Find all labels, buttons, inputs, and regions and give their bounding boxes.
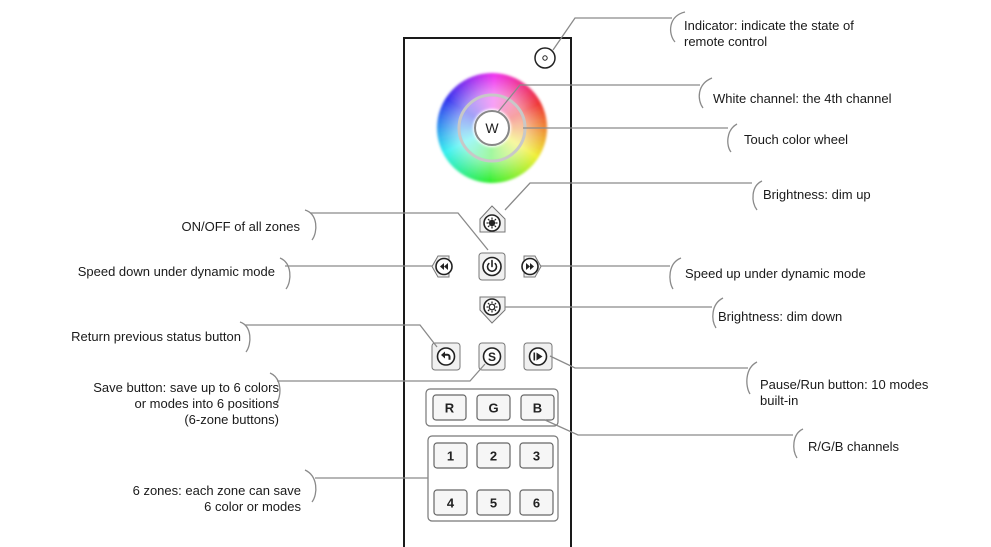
leader-save-bracket — [269, 372, 281, 405]
leader-indicator — [552, 17, 672, 51]
leader-onoff — [310, 212, 489, 251]
dim-down-label-line-1: Brightness: dim down — [718, 309, 843, 324]
leader-rgb-bracket — [793, 428, 804, 459]
channel-button-b-label: B — [533, 401, 542, 416]
zones-label-line-1: 6 zones: each zone can save — [132, 483, 301, 498]
channel-button-g-label: G — [488, 401, 498, 416]
speed-up-label: Speed up under dynamic mode — [685, 266, 866, 282]
save-button-label: S — [488, 350, 496, 364]
speed-down-button[interactable] — [431, 255, 453, 278]
rewind-icon — [440, 263, 448, 270]
fast-forward-icon — [526, 263, 534, 270]
white-channel-label-line-1: White channel: the 4th channel — [713, 91, 892, 106]
power-button[interactable] — [478, 252, 506, 281]
dim-up-label: Brightness: dim up — [763, 187, 871, 203]
indicator-light — [534, 47, 556, 69]
zone-button-1[interactable]: 1 — [433, 442, 468, 469]
dim-up-button[interactable] — [479, 205, 506, 233]
leader-return — [245, 324, 438, 348]
pause-run-button[interactable] — [523, 342, 553, 371]
zone-button-2-label: 2 — [490, 449, 497, 464]
zones-label-line-2: 6 color or modes — [204, 499, 301, 514]
return-button[interactable] — [431, 342, 461, 371]
leader-pause — [549, 355, 748, 369]
sun-icon — [486, 217, 498, 229]
color-wheel-label: Touch color wheel — [744, 132, 848, 148]
speed-down-label: Speed down under dynamic mode — [78, 264, 275, 280]
on-off-label: ON/OFF of all zones — [182, 219, 300, 235]
leader-save — [277, 363, 486, 382]
power-icon — [486, 259, 498, 273]
leader-return-bracket — [239, 321, 251, 353]
sun-outline-icon — [486, 301, 498, 313]
rgb-channels-label: R/G/B channels — [808, 439, 899, 455]
zone-button-6-label: 6 — [533, 496, 540, 511]
rgb-channels-label-line-1: R/G/B channels — [808, 439, 900, 454]
channel-button-g[interactable]: G — [476, 394, 511, 421]
zone-button-3[interactable]: 3 — [519, 442, 554, 469]
leader-dimup-bracket — [752, 180, 763, 211]
channel-button-r-label: R — [445, 401, 455, 416]
zones-label: 6 zones: each zone can save 6 color or m… — [133, 483, 301, 515]
zone-button-group: 1 2 3 4 5 6 — [427, 435, 559, 522]
channel-button-r[interactable]: R — [432, 394, 467, 421]
save-label-line-2: or modes into 6 positions — [134, 396, 279, 411]
leader-pause-bracket — [746, 361, 758, 395]
leader-dimup — [504, 182, 752, 211]
save-label: Save button: save up to 6 colors or mode… — [93, 380, 279, 428]
zone-button-5-label: 5 — [490, 496, 497, 511]
on-off-label-line-1: ON/OFF of all zones — [181, 219, 300, 234]
return-label-line-1: Return previous status button — [71, 329, 241, 344]
pause-run-label-line-1: Pause/Run button: 10 modes — [760, 377, 929, 392]
white-channel-label: White channel: the 4th channel — [713, 91, 892, 107]
zone-button-4[interactable]: 4 — [433, 489, 468, 516]
dim-down-label: Brightness: dim down — [718, 309, 842, 325]
play-pause-icon — [533, 352, 543, 361]
indicator-label: Indicator: indicate the state of remote … — [684, 18, 854, 50]
speed-down-label-line-1: Speed down under dynamic mode — [77, 264, 275, 279]
white-button-label: W — [485, 120, 499, 136]
leader-speeddown-bracket — [279, 257, 291, 290]
indicator-label-line-1: Indicator: indicate the state of — [684, 18, 854, 33]
pause-run-label-line-2: built-in — [760, 393, 799, 408]
leader-white-bracket — [698, 77, 713, 109]
dim-down-button[interactable] — [479, 296, 506, 324]
channel-button-b[interactable]: B — [520, 394, 555, 421]
leader-dimdown-bracket — [712, 297, 724, 329]
leader-speedup-bracket — [669, 257, 682, 290]
zone-button-6[interactable]: 6 — [519, 489, 554, 516]
leader-rgb — [544, 419, 793, 436]
pause-run-label: Pause/Run button: 10 modes built-in — [760, 377, 928, 409]
color-wheel-label-line-1: Touch color wheel — [744, 132, 849, 147]
leader-lines — [239, 11, 804, 503]
save-label-line-1: Save button: save up to 6 colors — [93, 380, 279, 395]
white-channel-button[interactable]: W — [474, 110, 510, 146]
save-label-line-3: (6-zone buttons) — [184, 412, 279, 427]
zone-button-4-label: 4 — [447, 496, 455, 511]
leader-indicator-bracket — [669, 11, 686, 43]
return-arrow-icon — [441, 351, 451, 360]
leader-wheel-bracket — [727, 123, 738, 153]
save-button[interactable]: S — [478, 342, 506, 371]
leader-zones-bracket — [304, 469, 317, 503]
speed-up-label-line-1: Speed up under dynamic mode — [685, 266, 866, 281]
zone-button-3-label: 3 — [533, 449, 540, 464]
zone-button-2[interactable]: 2 — [476, 442, 511, 469]
zone-button-5[interactable]: 5 — [476, 489, 511, 516]
return-label: Return previous status button — [71, 329, 241, 345]
leader-white — [497, 84, 700, 113]
speed-up-button[interactable] — [521, 255, 542, 278]
leader-onoff-bracket — [304, 209, 317, 241]
dim-up-label-line-1: Brightness: dim up — [763, 187, 871, 202]
zone-button-1-label: 1 — [447, 449, 454, 464]
indicator-label-line-2: remote control — [684, 34, 768, 49]
